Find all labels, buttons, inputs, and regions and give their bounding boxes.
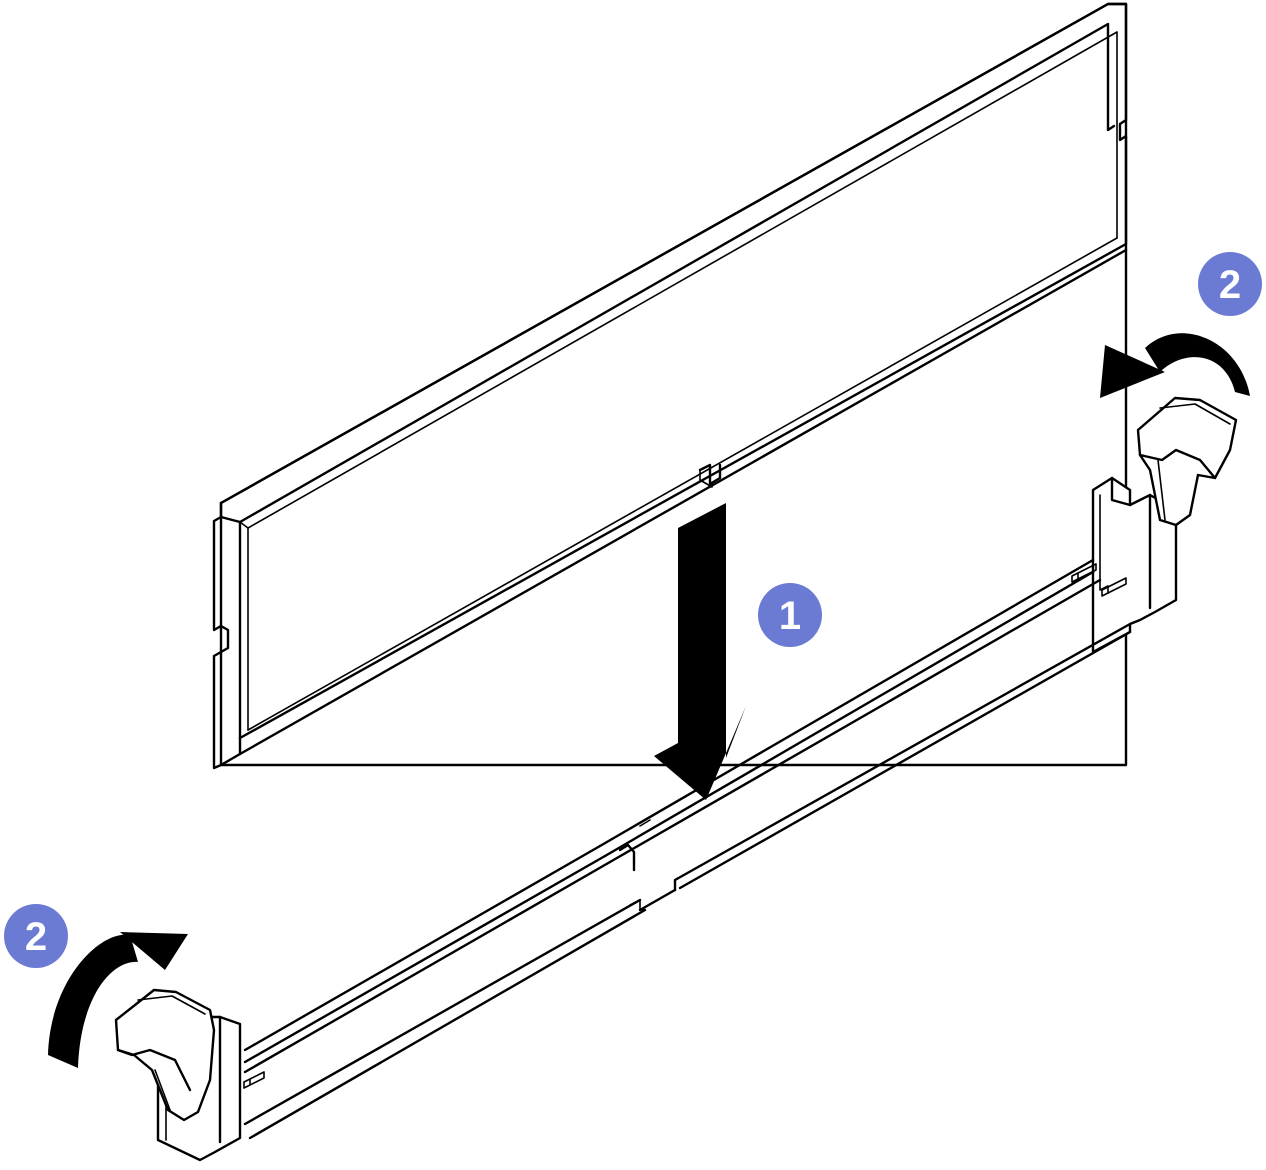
callout-circle (1198, 252, 1262, 316)
curved-arrow-close-left-icon (48, 932, 188, 1068)
retaining-clip-right[interactable] (1136, 396, 1238, 527)
arrow-down-icon (654, 503, 746, 800)
callout-step-2-left: 2 (4, 904, 68, 968)
contact-pins-right (1071, 563, 1127, 597)
callout-circle (758, 583, 822, 647)
callout-circle (4, 904, 68, 968)
callout-step-2-right: 2 (1198, 252, 1262, 316)
callout-label: 2 (25, 915, 47, 959)
callout-label: 1 (779, 594, 801, 638)
curved-arrow-close-right-icon (1100, 333, 1250, 398)
callout-step-1: 1 (758, 583, 822, 647)
contact-pins-left (243, 1071, 265, 1089)
callout-label: 2 (1219, 263, 1241, 307)
retaining-clip-left[interactable] (114, 988, 216, 1122)
slot-key (618, 819, 651, 872)
dimm-module-icon (212, 2, 1128, 770)
